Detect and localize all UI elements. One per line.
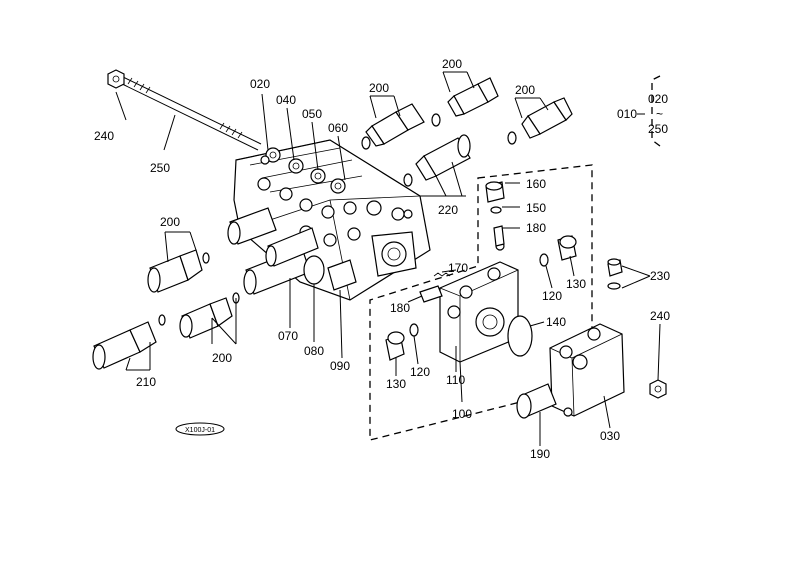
- leader-lines: [115, 71, 661, 446]
- callout-110: 110: [446, 373, 465, 387]
- callout-030: 030: [600, 429, 620, 443]
- callout-080: 080: [304, 344, 324, 358]
- callout-120: 120: [410, 365, 430, 379]
- callout-200: 200: [212, 351, 232, 365]
- legend-range-end: 250: [648, 122, 668, 136]
- legend-bracket: [651, 75, 661, 147]
- legend-parent: 010: [617, 107, 637, 121]
- callout-060: 060: [328, 121, 348, 135]
- legend-range-start: 020: [648, 92, 668, 106]
- callout-140: 140: [546, 315, 566, 329]
- callout-200: 200: [442, 57, 462, 71]
- callout-190: 190: [530, 447, 550, 461]
- callout-240: 240: [650, 309, 670, 323]
- end-section-030: [549, 323, 625, 417]
- valve-200-top-right: [507, 97, 573, 145]
- callout-170: 170: [448, 261, 468, 275]
- valve-200-bottom: [179, 292, 240, 339]
- callout-130: 130: [386, 377, 406, 391]
- legend-range-mark: ~: [656, 107, 663, 121]
- fitting-180-left: [419, 285, 443, 303]
- callout-150: 150: [526, 201, 546, 215]
- reference-code-text: X100J-01: [185, 427, 215, 434]
- callout-160: 160: [526, 177, 546, 191]
- fitting-230: [607, 258, 623, 290]
- callout-180: 180: [526, 221, 546, 235]
- reference-code: X100J-01: [175, 422, 225, 436]
- fitting-180-top: [493, 225, 505, 247]
- nut-240-top: [107, 69, 125, 89]
- assembly-legend: 010 020 ~ 250: [617, 75, 668, 147]
- inlet-section-110: [439, 241, 519, 363]
- callout-040: 040: [276, 93, 296, 107]
- callout-050: 050: [302, 107, 322, 121]
- callout-200: 200: [160, 215, 180, 229]
- relief-valve-220: [403, 134, 471, 187]
- valve-200-top-left: [361, 103, 425, 150]
- plug-130-right: [557, 235, 577, 261]
- callout-210: 210: [136, 375, 156, 389]
- callout-200: 200: [369, 81, 389, 95]
- callout-130: 130: [566, 277, 586, 291]
- callout-090: 090: [330, 359, 350, 373]
- callout-230: 230: [650, 269, 670, 283]
- callout-180: 180: [390, 301, 410, 315]
- callout-240: 240: [94, 129, 114, 143]
- o-ring-120-right: [539, 253, 549, 267]
- nut-240-right: [649, 379, 667, 399]
- spring-170: [433, 272, 451, 277]
- callout-020: 020: [250, 77, 270, 91]
- callout-100: 100: [452, 407, 472, 421]
- callout-labels: 020 040 050 060 200 200 200 200 200 240 …: [94, 57, 670, 461]
- o-ring-120-left: [409, 323, 419, 337]
- o-ring-150: [490, 206, 502, 214]
- plug-130-left: [385, 331, 405, 361]
- spools: [227, 207, 357, 295]
- o-ring-140: [507, 315, 533, 357]
- valve-200-top-mid: [431, 77, 499, 127]
- callout-070: 070: [278, 329, 298, 343]
- callout-200: 200: [515, 83, 535, 97]
- plug-160: [485, 181, 505, 203]
- callout-220: 220: [438, 203, 458, 217]
- valve-body: [233, 139, 431, 301]
- callout-120: 120: [542, 289, 562, 303]
- spool-190: [516, 383, 557, 419]
- valve-200-left: [147, 249, 210, 293]
- callout-250: 250: [150, 161, 170, 175]
- tie-rod: [117, 75, 262, 151]
